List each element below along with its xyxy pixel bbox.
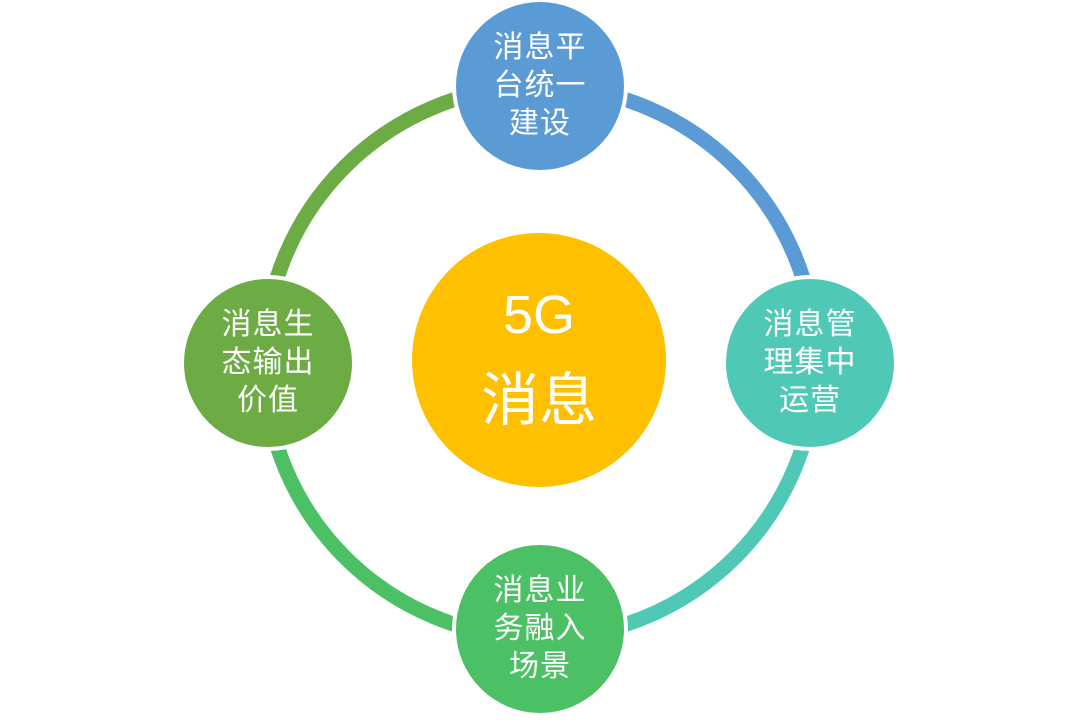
center-subtitle: 消息 — [480, 366, 597, 434]
node-platform-construction: 消息平台统一建设 — [452, 0, 628, 174]
node-business-scenario: 消息业务融入场景 — [452, 541, 628, 717]
node-management-operation: 消息管理集中运营 — [722, 275, 898, 451]
node-label: 消息平台统一建设 — [493, 30, 587, 141]
node-ecosystem-value: 消息生态输出价值 — [180, 275, 356, 451]
center-node-5g-message: 5G 消息 — [412, 233, 666, 487]
node-label: 消息业务融入场景 — [493, 573, 587, 684]
node-label: 消息管理集中运营 — [763, 307, 857, 418]
node-label: 消息生态输出价值 — [221, 307, 315, 418]
center-title: 5G — [502, 285, 576, 345]
